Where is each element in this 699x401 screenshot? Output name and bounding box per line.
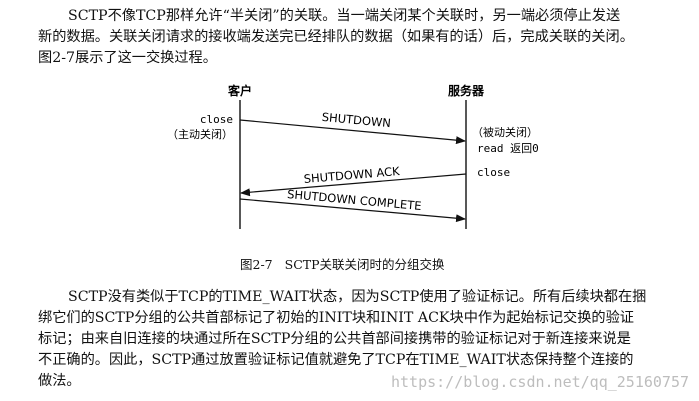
intro-line-2: 新的数据。关联关闭请求的接收端发送完已经排队的数据（如果有的话）后，完成关联的关…: [38, 29, 634, 45]
body-line-4: 不正确的。因此，SCTP通过放置验证标记值就避免了TCP在TIME_WAIT状态…: [38, 352, 634, 368]
client-title: 客户: [227, 83, 252, 98]
intro-line-1: SCTP不像TCP那样允许“半关闭”的关联。当一端关闭某个关联时，另一端必须停止…: [68, 8, 621, 24]
watermark: https://blog.csdn.net/qq_25160757: [390, 373, 689, 391]
shutdown-ack-arrow: [240, 173, 467, 197]
body-line-1: SCTP没有类似于TCP的TIME_WAIT状态，因为SCTP使用了验证标记。所…: [68, 289, 647, 305]
figure-caption: 图2-7 SCTP关联关闭时的分组交换: [240, 254, 540, 273]
server-read-label: read 返回0: [477, 142, 539, 155]
server-close-label: close: [477, 166, 510, 179]
caption-number: 图2-7: [240, 257, 273, 272]
client-close-label: close: [200, 113, 233, 126]
shutdown-ack-label: SHUTDOWN ACK: [303, 164, 400, 186]
client-active-label: （主动关闭）: [167, 127, 233, 141]
body-line-3: 标记；由来自旧连接的块通过所在SCTP分组的公共首部间接携带的验证标记对于新连接…: [38, 331, 631, 347]
shutdown-complete-arrow: [239, 198, 466, 223]
body-line-5: 做法。: [38, 373, 81, 389]
server-passive-label: （被动关闭）: [472, 125, 538, 139]
shutdown-label: SHUTDOWN: [321, 110, 391, 130]
server-title: 服务器: [448, 83, 485, 98]
intro-line-3: 图2-7展示了这一交换过程。: [38, 50, 217, 66]
body-paragraph: SCTP没有类似于TCP的TIME_WAIT状态，因为SCTP使用了验证标记。所…: [38, 287, 678, 392]
shutdown-arrow: [239, 119, 466, 145]
caption-text: SCTP关联关闭时的分组交换: [284, 257, 445, 272]
body-line-2: 绑它们的SCTP分组的公共首部标记了初始的INIT块和INIT ACK块中作为起…: [38, 310, 634, 326]
intro-paragraph: SCTP不像TCP那样允许“半关闭”的关联。当一端关闭某个关联时，另一端必须停止…: [38, 6, 678, 69]
